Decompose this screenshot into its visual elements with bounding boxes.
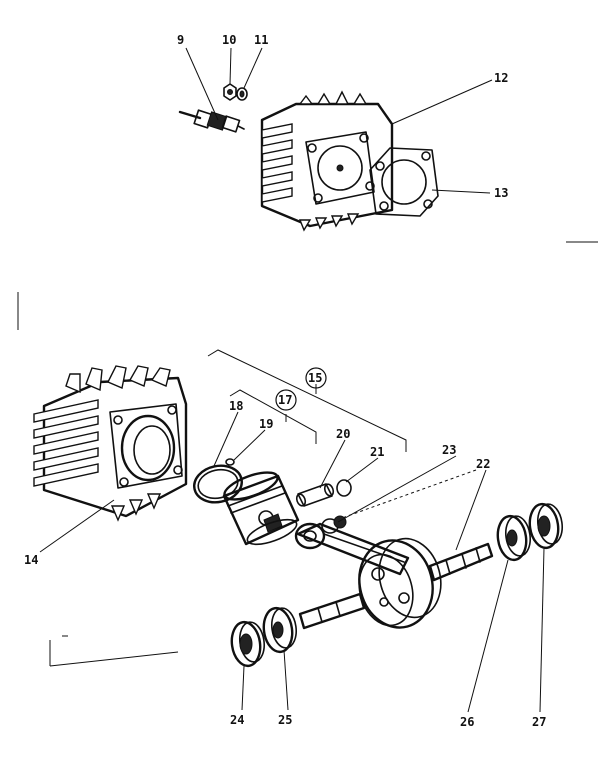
callout-23: 23 [442, 443, 456, 457]
callout-19: 19 [259, 417, 273, 431]
callout-26: 26 [460, 715, 474, 729]
piston [222, 471, 300, 546]
callout-13: 13 [494, 186, 508, 200]
washer-11 [236, 87, 248, 101]
piston-pin [295, 483, 335, 507]
oil-seal-27 [528, 502, 564, 550]
main-bearing-25 [262, 606, 298, 654]
callout-22: 22 [476, 457, 490, 471]
main-bearing-26 [496, 514, 532, 562]
assembly-bracket-15 [207, 349, 407, 452]
circlip [225, 458, 235, 466]
cylinder [33, 365, 188, 522]
callout-18: 18 [229, 399, 243, 413]
callout-14: 14 [24, 553, 38, 567]
callout-27: 27 [532, 715, 546, 729]
callout-circle-17 [275, 389, 297, 411]
pin-circlip [336, 479, 352, 497]
assembly-bracket-17 [229, 389, 317, 444]
oil-seal-24 [230, 620, 266, 668]
leader-lines [39, 47, 545, 713]
scan-marks [17, 241, 598, 667]
callout-20: 20 [336, 427, 350, 441]
callout-25: 25 [278, 713, 292, 727]
callout-9: 9 [177, 33, 184, 47]
callout-12: 12 [494, 71, 508, 85]
spark-plug [178, 109, 245, 133]
callout-24: 24 [230, 713, 244, 727]
callout-17: 17 [278, 393, 292, 407]
callout-15: 15 [308, 371, 322, 385]
crankshaft-assembly [294, 522, 494, 630]
callout-21: 21 [370, 445, 384, 459]
head-gasket [369, 147, 439, 217]
callout-circle-15 [305, 367, 327, 389]
nut-10 [223, 83, 237, 101]
cylinder-head [260, 90, 394, 232]
callout-11: 11 [254, 33, 268, 47]
callout-10: 10 [222, 33, 236, 47]
